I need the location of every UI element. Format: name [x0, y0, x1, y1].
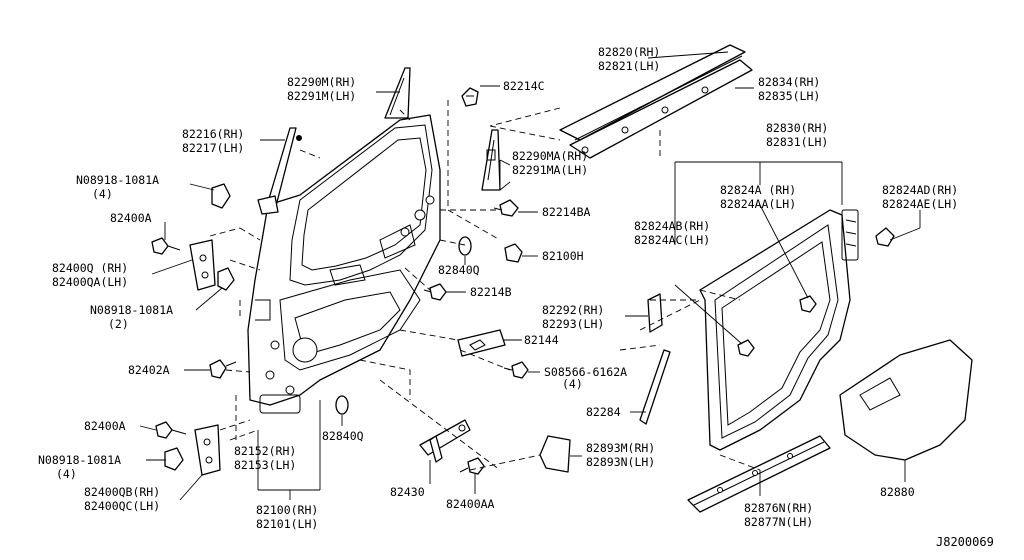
- hinge-upper: [189, 239, 216, 291]
- label-82292: 82292(RH)82293(LH): [542, 303, 604, 331]
- label-82880: 82880: [880, 485, 915, 499]
- clip-82214c: [461, 87, 479, 107]
- label-82216: 82216(RH)82217(LH): [182, 127, 244, 155]
- outside-moulding: [559, 44, 753, 159]
- label-08566: S08566-6162A(4): [544, 365, 627, 391]
- bolt-82214ba: [493, 199, 519, 217]
- label-82290ma: 82290MA(RH)82291MA(LH): [512, 149, 588, 177]
- division-bar: [257, 127, 302, 215]
- nut-08918-top: [211, 183, 231, 209]
- screw-08566: [503, 361, 529, 379]
- grommet-82100h: [504, 243, 523, 263]
- label-82824ad: 82824AD(RH)82824AE(LH): [882, 183, 958, 211]
- screw-82214b: [423, 283, 447, 301]
- sash-cover-82290ma: [481, 129, 501, 191]
- label-82152: 82152(RH)82153(LH): [234, 444, 296, 472]
- label-82284: 82284: [586, 405, 621, 419]
- bolt-82400aa: [459, 457, 485, 475]
- leader-lines: [139, 51, 921, 501]
- pad-82893m: [539, 435, 571, 473]
- label-82214ba: 82214BA: [542, 205, 591, 219]
- label-82400qb: 82400QB(RH)82400QC(LH): [84, 485, 160, 513]
- label-82402a: 82402A: [128, 363, 170, 377]
- nut-08918-mid: [217, 267, 235, 291]
- label-08918-b: N08918-1081A(2): [90, 303, 173, 331]
- door-weatherstrip: [699, 209, 859, 451]
- label-82834: 82834(RH)82835(LH): [758, 75, 820, 103]
- label-82290m: 82290M(RH)82291M(LH): [287, 75, 356, 103]
- rear-door-shell: [247, 114, 441, 414]
- label-82830: 82830(RH)82831(LH): [766, 121, 828, 149]
- sash-cover-top: [384, 67, 411, 119]
- clip-82824a: [799, 295, 817, 313]
- label-08918-a: N08918-1081A(4): [76, 173, 159, 201]
- bolt-82402a: [209, 359, 237, 379]
- hinge-lower: [194, 424, 221, 476]
- door-check-link: [419, 419, 471, 463]
- label-82430: 82430: [390, 485, 425, 499]
- diagram-code: J8200069: [936, 535, 994, 549]
- label-82820: 82820(RH)82821(LH): [598, 45, 660, 73]
- label-82214c: 82214C: [503, 79, 545, 93]
- seal-82284: [639, 349, 671, 425]
- bolt-82400a-bottom: [155, 421, 187, 439]
- label-82400a-top: 82400A: [110, 211, 152, 225]
- nut-08918-bottom: [164, 447, 184, 471]
- sealing-screen: [839, 339, 973, 461]
- bolt-82400a-top: [151, 237, 181, 255]
- label-82400aa: 82400AA: [446, 497, 495, 511]
- clip-82824ad: [875, 227, 895, 247]
- plug-82840q-bottom: [335, 395, 349, 415]
- callout-labels: 82820(RH)82821(LH) 82834(RH)82835(LH) 82…: [38, 45, 994, 549]
- label-82214b: 82214B: [470, 285, 512, 299]
- label-82893m: 82893M(RH)82893N(LH): [586, 441, 655, 469]
- label-82400a-bottom: 82400A: [84, 419, 126, 433]
- label-08918-c: N08918-1081A(4): [38, 453, 121, 481]
- label-82876n: 82876N(RH)82877N(LH): [744, 501, 813, 529]
- label-82100h: 82100H: [542, 249, 584, 263]
- plug-82840q-top: [458, 236, 472, 256]
- label-82100: 82100(RH)82101(LH): [256, 503, 318, 531]
- sill-moulding: [687, 435, 831, 513]
- label-82144: 82144: [524, 333, 559, 347]
- label-82824ab: 82824AB(RH)82824AC(LH): [634, 219, 710, 247]
- label-82840q-bottom: 82840Q: [322, 429, 364, 443]
- label-82400q: 82400Q (RH)82400QA(LH): [52, 261, 128, 289]
- label-82824a: 82824A (RH)82824AA(LH): [720, 183, 796, 211]
- pad-82292: [647, 293, 663, 333]
- label-82840q-top: 82840Q: [438, 263, 480, 277]
